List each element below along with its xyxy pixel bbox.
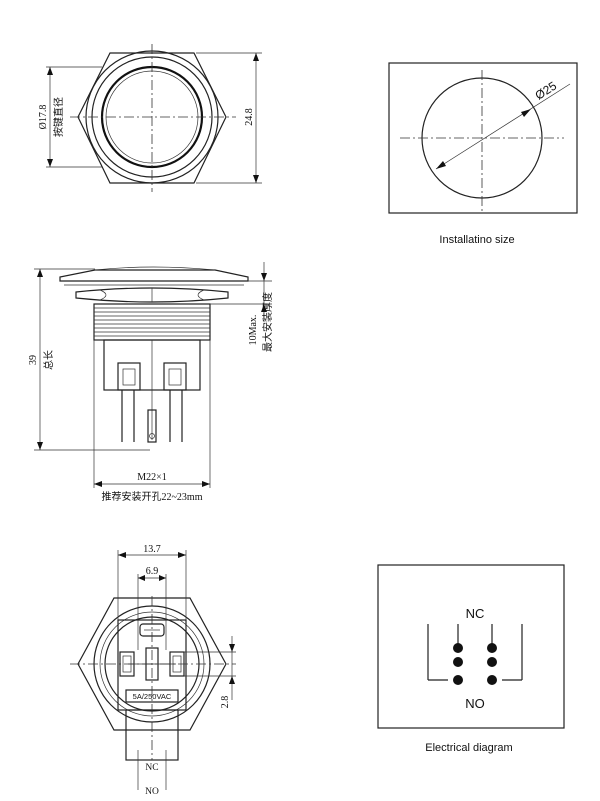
dim-total-length-cn: 总长 <box>42 350 55 370</box>
dim-line-hole <box>435 83 571 170</box>
bottom-view: 5A/250VAC NC NO 13.7 6.9 2.8 <box>70 544 236 797</box>
bezel-top <box>59 269 249 282</box>
electrical-label-nc: NC <box>466 606 485 621</box>
dim-max-thickness: 10Max. <box>248 315 259 346</box>
rating-label: 5A/250VAC <box>133 692 172 701</box>
dim-width-outer: 13.7 <box>143 544 161 555</box>
dim-width-inner: 6.9 <box>146 566 159 577</box>
dim-hex-height: 24.8 <box>244 108 255 126</box>
installation-frame <box>388 62 578 214</box>
installation-size-panel: Ø25 Installatino size <box>388 62 578 246</box>
hex-nut-side <box>75 287 229 303</box>
side-view: 39 总长 10Max. 最大安装厚度 M22×1 推荐安装开孔22~23mm <box>28 262 274 503</box>
bottom-label-no: NO <box>145 787 159 797</box>
dim-terminal: 2.8 <box>220 696 231 709</box>
terminal-housing-left <box>117 362 141 391</box>
thread-spec: M22×1 <box>137 472 167 483</box>
terminal-housing-right <box>163 362 187 391</box>
recommended-hole: 推荐安装开孔22~23mm <box>102 490 203 503</box>
bottom-label-nc: NC <box>145 763 158 773</box>
electrical-frame <box>377 564 565 729</box>
top-view: Ø17.8 按键直径 24.8 <box>38 44 262 192</box>
terminal-pins <box>121 390 183 443</box>
electrical-diagram-panel: NC NO Electrical diagram <box>377 564 565 754</box>
dim-button-diameter-cn: 按键直径 <box>52 97 65 137</box>
dim-max-thickness-cn: 最大安装厚度 <box>261 292 274 352</box>
threaded-body <box>93 303 211 341</box>
contact-dots <box>453 643 497 685</box>
contact-wiring <box>427 624 523 681</box>
electrical-caption: Electrical diagram <box>425 742 512 754</box>
thread-lines <box>94 307 210 337</box>
installation-caption: Installatino size <box>439 234 514 246</box>
dim-total-length: 39 <box>28 355 39 365</box>
electrical-label-no: NO <box>465 696 485 711</box>
dim-button-diameter: Ø17.8 <box>38 105 49 130</box>
